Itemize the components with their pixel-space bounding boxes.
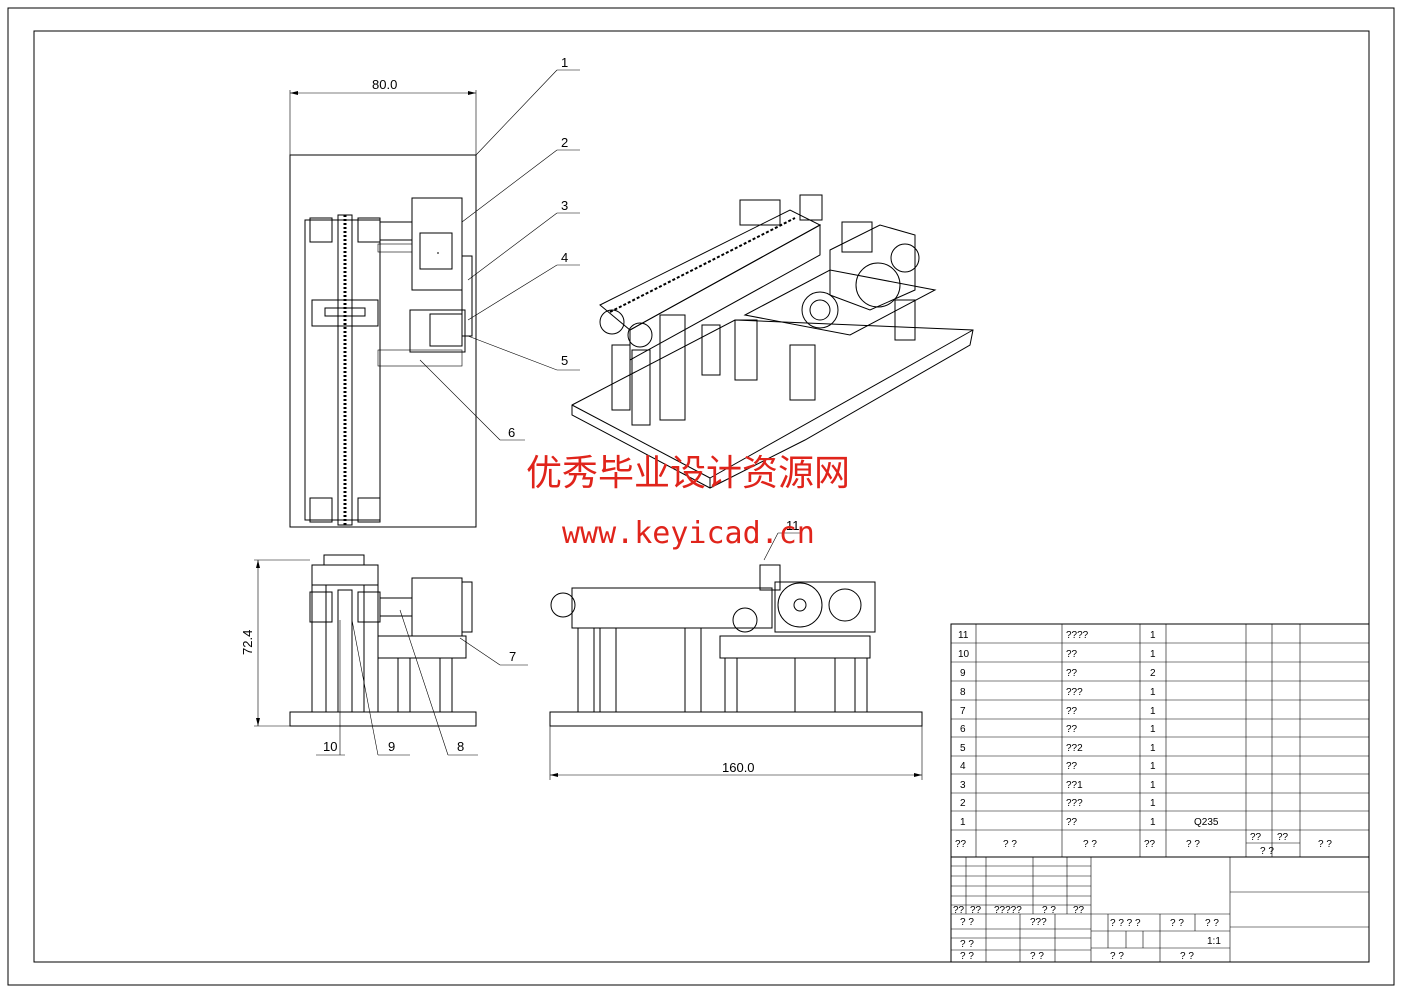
tb-checker: ? ? bbox=[960, 939, 974, 950]
bom-no: 4 bbox=[960, 761, 966, 772]
title-block-text: ?? ?? ????? ? ? ?? ? ? ??? ? ? ? ? ? ? ?… bbox=[953, 905, 1221, 962]
balloon-2: 2 bbox=[561, 135, 568, 150]
bom-name: ?? bbox=[1066, 706, 1078, 717]
bom-header-w1: ?? bbox=[1250, 832, 1262, 843]
tb-sheet-2: ? ? bbox=[1180, 951, 1194, 962]
isometric-view bbox=[571, 194, 974, 489]
bom-qty: 1 bbox=[1150, 706, 1156, 717]
bom-qty: 1 bbox=[1150, 798, 1156, 809]
balloon-1: 1 bbox=[561, 55, 568, 70]
balloon-6: 6 bbox=[508, 425, 515, 440]
bom-header-w2: ?? bbox=[1277, 832, 1289, 843]
balloon-11: 11 bbox=[786, 518, 800, 533]
tb-r1-2: ????? bbox=[994, 905, 1022, 916]
bom-header-w3: ? ? bbox=[1260, 846, 1274, 857]
bom-header-name: ? ? bbox=[1083, 839, 1097, 850]
tb-weight: ? ? bbox=[1170, 918, 1184, 929]
watermark-title: 优秀毕业设计资源网 bbox=[526, 453, 851, 494]
tb-r1-0: ?? bbox=[953, 905, 965, 916]
bom-header-remark: ? ? bbox=[1318, 839, 1332, 850]
bom-rows: 11 ???? 1 10 ?? 1 9 ?? 2 8 ??? 1 7 ?? 1 … bbox=[955, 630, 1332, 857]
tb-designer: ? ? bbox=[960, 917, 974, 928]
tb-approver-2: ? ? bbox=[1030, 951, 1044, 962]
bom-name: ?? bbox=[1066, 668, 1078, 679]
bom-qty: 1 bbox=[1150, 817, 1156, 828]
front-view bbox=[549, 564, 923, 780]
bom-table bbox=[950, 623, 1370, 858]
bom-no: 2 bbox=[960, 798, 966, 809]
bom-no: 11 bbox=[958, 630, 969, 641]
tb-scale-label: ? ? bbox=[1205, 918, 1219, 929]
tb-approver: ? ? bbox=[960, 951, 974, 962]
inner-frame bbox=[33, 30, 1370, 963]
watermark-url: www.keyicad.cn bbox=[562, 516, 815, 551]
bom-name: ?? bbox=[1066, 817, 1078, 828]
bom-qty: 2 bbox=[1150, 668, 1156, 679]
title-block bbox=[950, 856, 1370, 963]
bom-qty: 1 bbox=[1150, 743, 1156, 754]
balloon-7: 7 bbox=[509, 649, 516, 664]
tb-scale: 1:1 bbox=[1207, 936, 1221, 947]
tb-r1-3: ? ? bbox=[1042, 905, 1056, 916]
bom-qty: 1 bbox=[1150, 724, 1156, 735]
tb-r1-1: ?? bbox=[970, 905, 982, 916]
bom-name: ??? bbox=[1066, 798, 1083, 809]
dim-side-height: 72.4 bbox=[240, 630, 255, 655]
balloon-5: 5 bbox=[561, 353, 568, 368]
balloon-10: 10 bbox=[323, 739, 337, 754]
bom-no: 9 bbox=[960, 668, 966, 679]
bom-name: ??? bbox=[1066, 687, 1083, 698]
side-view bbox=[254, 554, 477, 727]
dim-front-width: 160.0 bbox=[722, 760, 755, 775]
balloon-3: 3 bbox=[561, 198, 568, 213]
top-view bbox=[289, 90, 477, 528]
outer-border bbox=[7, 7, 1395, 986]
bom-name: ???? bbox=[1066, 630, 1089, 641]
bom-header-material: ? ? bbox=[1186, 839, 1200, 850]
bom-qty: 1 bbox=[1150, 761, 1156, 772]
bom-name: ?? bbox=[1066, 649, 1078, 660]
bom-qty: 1 bbox=[1150, 780, 1156, 791]
bom-header-code: ? ? bbox=[1003, 839, 1017, 850]
bom-name: ?? bbox=[1066, 761, 1078, 772]
bom-no: 8 bbox=[960, 687, 966, 698]
bom-name: ??1 bbox=[1066, 780, 1083, 791]
bom-no: 10 bbox=[958, 649, 970, 660]
balloon-4: 4 bbox=[561, 250, 568, 265]
balloon-8: 8 bbox=[457, 739, 464, 754]
bom-name: ?? bbox=[1066, 724, 1078, 735]
bom-no: 6 bbox=[960, 724, 966, 735]
bom-name: ??2 bbox=[1066, 743, 1083, 754]
bom-header-no: ?? bbox=[955, 839, 967, 850]
leader-lines bbox=[316, 69, 800, 756]
bom-no: 5 bbox=[960, 743, 966, 754]
bom-no: 1 bbox=[960, 817, 966, 828]
tb-designer-2: ??? bbox=[1030, 917, 1047, 928]
bom-no: 7 bbox=[960, 706, 966, 717]
bom-material: Q235 bbox=[1194, 817, 1219, 828]
bom-qty: 1 bbox=[1150, 649, 1156, 660]
bom-header-qty: ?? bbox=[1144, 839, 1156, 850]
bom-qty: 1 bbox=[1150, 687, 1156, 698]
tb-stage: ? ? ? ? bbox=[1110, 918, 1141, 929]
bom-no: 3 bbox=[960, 780, 966, 791]
dim-top-width: 80.0 bbox=[372, 77, 397, 92]
tb-sheet-1: ? ? bbox=[1110, 951, 1124, 962]
tb-r1-4: ?? bbox=[1073, 905, 1085, 916]
balloon-9: 9 bbox=[388, 739, 395, 754]
bom-qty: 1 bbox=[1150, 630, 1156, 641]
